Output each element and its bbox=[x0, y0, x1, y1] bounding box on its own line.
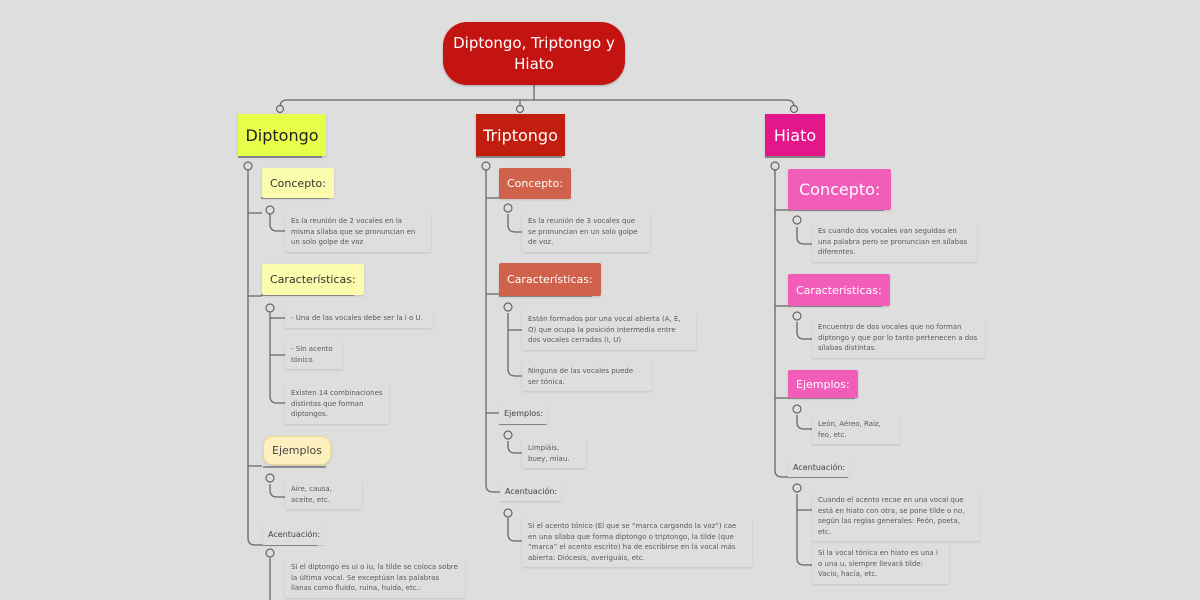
triptongo-ejemplos-label[interactable]: Ejemplos: bbox=[499, 403, 549, 424]
diptongo-ejemplos-label[interactable]: Ejemplos bbox=[263, 436, 331, 465]
hiato-ejemplos-text[interactable]: León, Aéreo, Raíz, feo, etc. bbox=[812, 415, 900, 444]
diptongo-concepto-text[interactable]: Es la reunión de 2 vocales en la misma s… bbox=[285, 212, 431, 252]
diptongo-caracteristica-3[interactable]: Existen 14 combinaciones distintas que f… bbox=[285, 384, 389, 424]
hiato-acentuacion-1[interactable]: Cuando el acento recae en una vocal que … bbox=[812, 491, 980, 541]
hiato-concepto-text[interactable]: Es cuando dos vocales van seguidas en un… bbox=[812, 222, 977, 262]
hiato-acentuacion-2[interactable]: Si la vocal tónica en hiato es una i o u… bbox=[812, 544, 949, 584]
diptongo-caracteristica-2[interactable]: - Sin acento tónico. bbox=[285, 340, 342, 369]
diptongo-concepto-label[interactable]: Concepto: bbox=[262, 168, 334, 198]
triptongo-ejemplos-text[interactable]: Limpiáis, buey, miau. bbox=[522, 439, 586, 468]
triptongo-acentuacion-label[interactable]: Acentuación: bbox=[500, 481, 563, 501]
triptongo-caracteristicas-label[interactable]: Características: bbox=[499, 263, 601, 296]
root-topic[interactable]: Diptongo, Triptongo y Hiato bbox=[443, 22, 625, 85]
branch-diptongo[interactable]: Diptongo bbox=[238, 114, 326, 156]
diptongo-acentuacion-text[interactable]: Si el diptongo es ui o iu, la tilde se c… bbox=[285, 558, 465, 598]
hiato-concepto-label[interactable]: Concepto: bbox=[788, 169, 892, 210]
hiato-ejemplos-label[interactable]: Ejemplos: bbox=[788, 370, 858, 398]
triptongo-caracteristica-2[interactable]: Ninguna de las vocales puede ser tónica. bbox=[522, 362, 652, 391]
diptongo-acentuacion-label[interactable]: Acentuación: bbox=[263, 523, 326, 545]
hiato-caracteristicas-label[interactable]: Características: bbox=[788, 274, 890, 306]
triptongo-caracteristica-1[interactable]: Están formados por una vocal abierta (A,… bbox=[522, 310, 696, 350]
hiato-caracteristicas-text[interactable]: Encuentro de dos vocales que no forman d… bbox=[812, 318, 985, 358]
branch-triptongo[interactable]: Triptongo bbox=[476, 114, 565, 156]
diptongo-ejemplos-text[interactable]: Aire, causa, aceite, etc. bbox=[285, 480, 362, 509]
diptongo-caracteristicas-label[interactable]: Características: bbox=[262, 264, 364, 295]
triptongo-concepto-label[interactable]: Concepto: bbox=[499, 168, 571, 199]
hiato-acentuacion-label[interactable]: Acentuación: bbox=[788, 457, 851, 477]
branch-hiato[interactable]: Hiato bbox=[765, 114, 825, 156]
triptongo-acentuacion-text[interactable]: Si el acento tónico (El que se “marca ca… bbox=[522, 517, 752, 567]
diptongo-caracteristica-1[interactable]: - Una de las vocales debe ser la i o U. bbox=[285, 309, 433, 328]
triptongo-concepto-text[interactable]: Es la reunión de 3 vocales que se pronun… bbox=[522, 212, 650, 252]
